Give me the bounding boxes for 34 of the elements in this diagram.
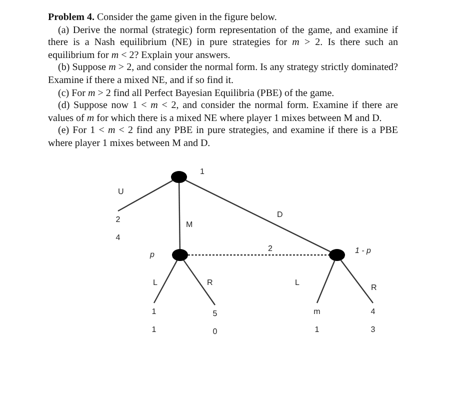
information-set-line [188,254,329,256]
payoff-value: 5 [212,309,218,320]
problem-text: (d) Suppose now 1 < m < 2, and consider the normal form. Examine if there are values of m for which there is a mixed NE where player 1 mixes between M and D. [48,100,398,126]
payoff-value: m [312,307,322,318]
payoff-value: 4 [114,233,122,244]
payoff-value: 0 [212,327,218,338]
edge-label: D [277,210,283,220]
edge-label: U [118,187,124,197]
branch-line [183,260,216,306]
payoff-value: 1 [150,307,158,318]
branch-line [178,183,181,249]
edge-label: R [207,278,213,288]
edge-label: 2 [268,244,272,254]
problem-text: (b) Suppose m > 2, and consider the normal form. Is any strategy strictly dominated? Examine if there a mixed NE, and if so find it. [48,62,398,88]
branch-line [153,260,178,304]
branch-line [316,260,336,304]
branch-line [185,180,331,252]
belief-label: p [150,250,154,260]
player-label: 1 [200,167,204,177]
edge-label: R [371,283,377,293]
belief-label: 1 - p [355,246,372,256]
branch-line [340,260,374,304]
problem-text: (e) For 1 < m < 2 find any PBE in pure strategies, and examine if there is a PBE where player 1 mixes between M and D. [48,125,398,151]
payoff-value: 3 [370,325,376,336]
edge-label: L [153,278,158,288]
problem-text: Problem 4. Consider the game given in the figure below. [48,12,278,25]
edge-label: M [186,220,193,230]
payoff-value: 1 [150,325,158,336]
payoff-value: 4 [370,307,376,318]
payoff-value: 2 [114,215,122,226]
branch-line [118,180,173,212]
edge-label: L [295,278,300,288]
payoff-value: 1 [314,325,320,336]
problem-text: (c) For m > 2 find all Perfect Bayesian Equilibria (PBE) of the game. [57,88,336,100]
